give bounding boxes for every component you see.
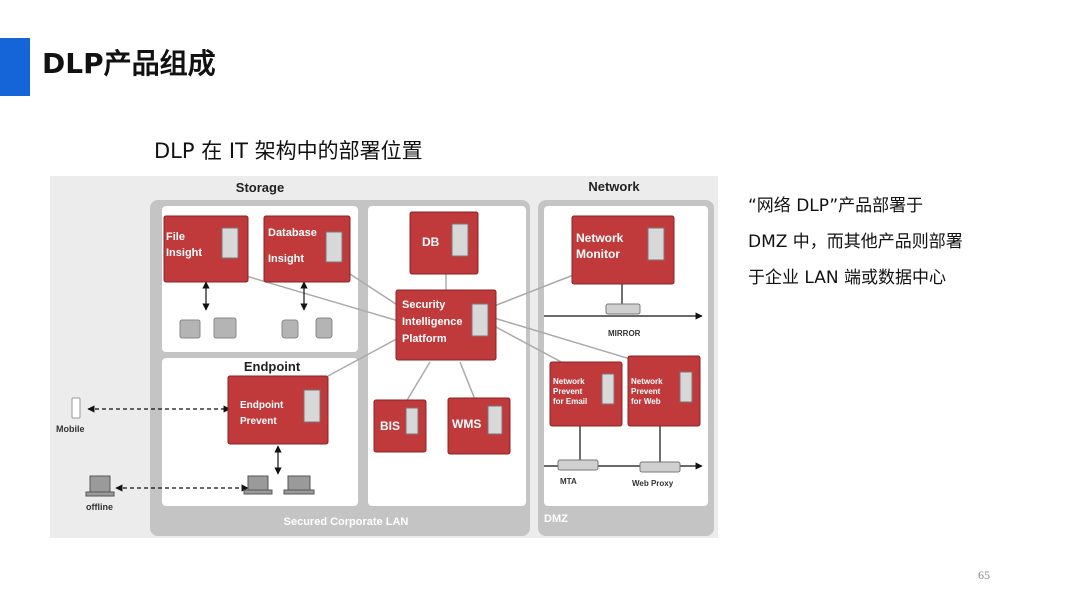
dlp-architecture-diagram: Storage Network Endpoint Secured Corpora… [50,176,718,538]
side-note-line: “网络 DLP”产品部署于 [748,196,924,216]
file-insight-box: File Insight [163,215,249,283]
bis-label: BIS [380,419,400,433]
dmz-section-label: DMZ [544,513,568,525]
network-prevent-web-label: Network Prevent for Web [631,377,665,406]
network-monitor-label: Network Monitor [576,231,627,261]
network-prevent-email-box: Network Prevent for Email [549,361,623,427]
title-accent-bar [0,38,30,96]
network-monitor-box: Network Monitor [571,215,675,285]
side-note-line: 于企业 LAN 端或数据中心 [748,268,947,288]
lan-section-label: Secured Corporate LAN [284,516,409,528]
diagram-subtitle: DLP 在 IT 架构中的部署位置 [154,139,423,163]
folder-icon [179,317,237,339]
endpoint-section-label: Endpoint [244,359,301,374]
mta-switch-icon [557,459,599,471]
database-insight-box: Database Insight [263,215,351,283]
mta-label: MTA [560,477,577,486]
mobile-label: Mobile [56,424,85,434]
page-number: 65 [978,568,990,582]
web-proxy-switch-icon [639,461,681,473]
wms-label: WMS [452,417,481,431]
database-insight-label: Database Insight [268,227,320,265]
mirror-switch-icon [605,303,641,315]
side-note-line: DMZ 中，而其他产品则部署 [748,232,963,252]
laptop-icon [243,475,315,495]
sip-connectors [245,273,661,403]
mirror-label: MIRROR [608,329,641,338]
database-icon [281,317,333,339]
network-prevent-web-box: Network Prevent for Web [627,355,701,427]
endpoint-prevent-label: Endpoint Prevent [240,400,286,427]
mobile-icon [71,397,81,419]
network-section-label: Network [588,179,640,194]
file-insight-label: File Insight [166,231,202,259]
bis-box: BIS [373,399,427,453]
network-prevent-email-label: Network Prevent for Email [553,377,587,406]
db-label: DB [422,235,440,249]
endpoint-prevent-box: Endpoint Prevent [227,375,329,445]
slide-title: DLP产品组成 [42,47,216,80]
sip-label: Security Intelligence Platform [402,299,466,345]
db-box: DB [409,211,479,275]
side-note: “网络 DLP”产品部署于 DMZ 中，而其他产品则部署 于企业 LAN 端或数… [748,188,1018,296]
storage-section-label: Storage [236,180,284,195]
web-proxy-label: Web Proxy [632,479,674,488]
wms-box: WMS [447,397,511,455]
laptop-icon [85,475,115,497]
security-intelligence-platform-box: Security Intelligence Platform [395,289,497,361]
offline-label: offline [86,502,113,512]
